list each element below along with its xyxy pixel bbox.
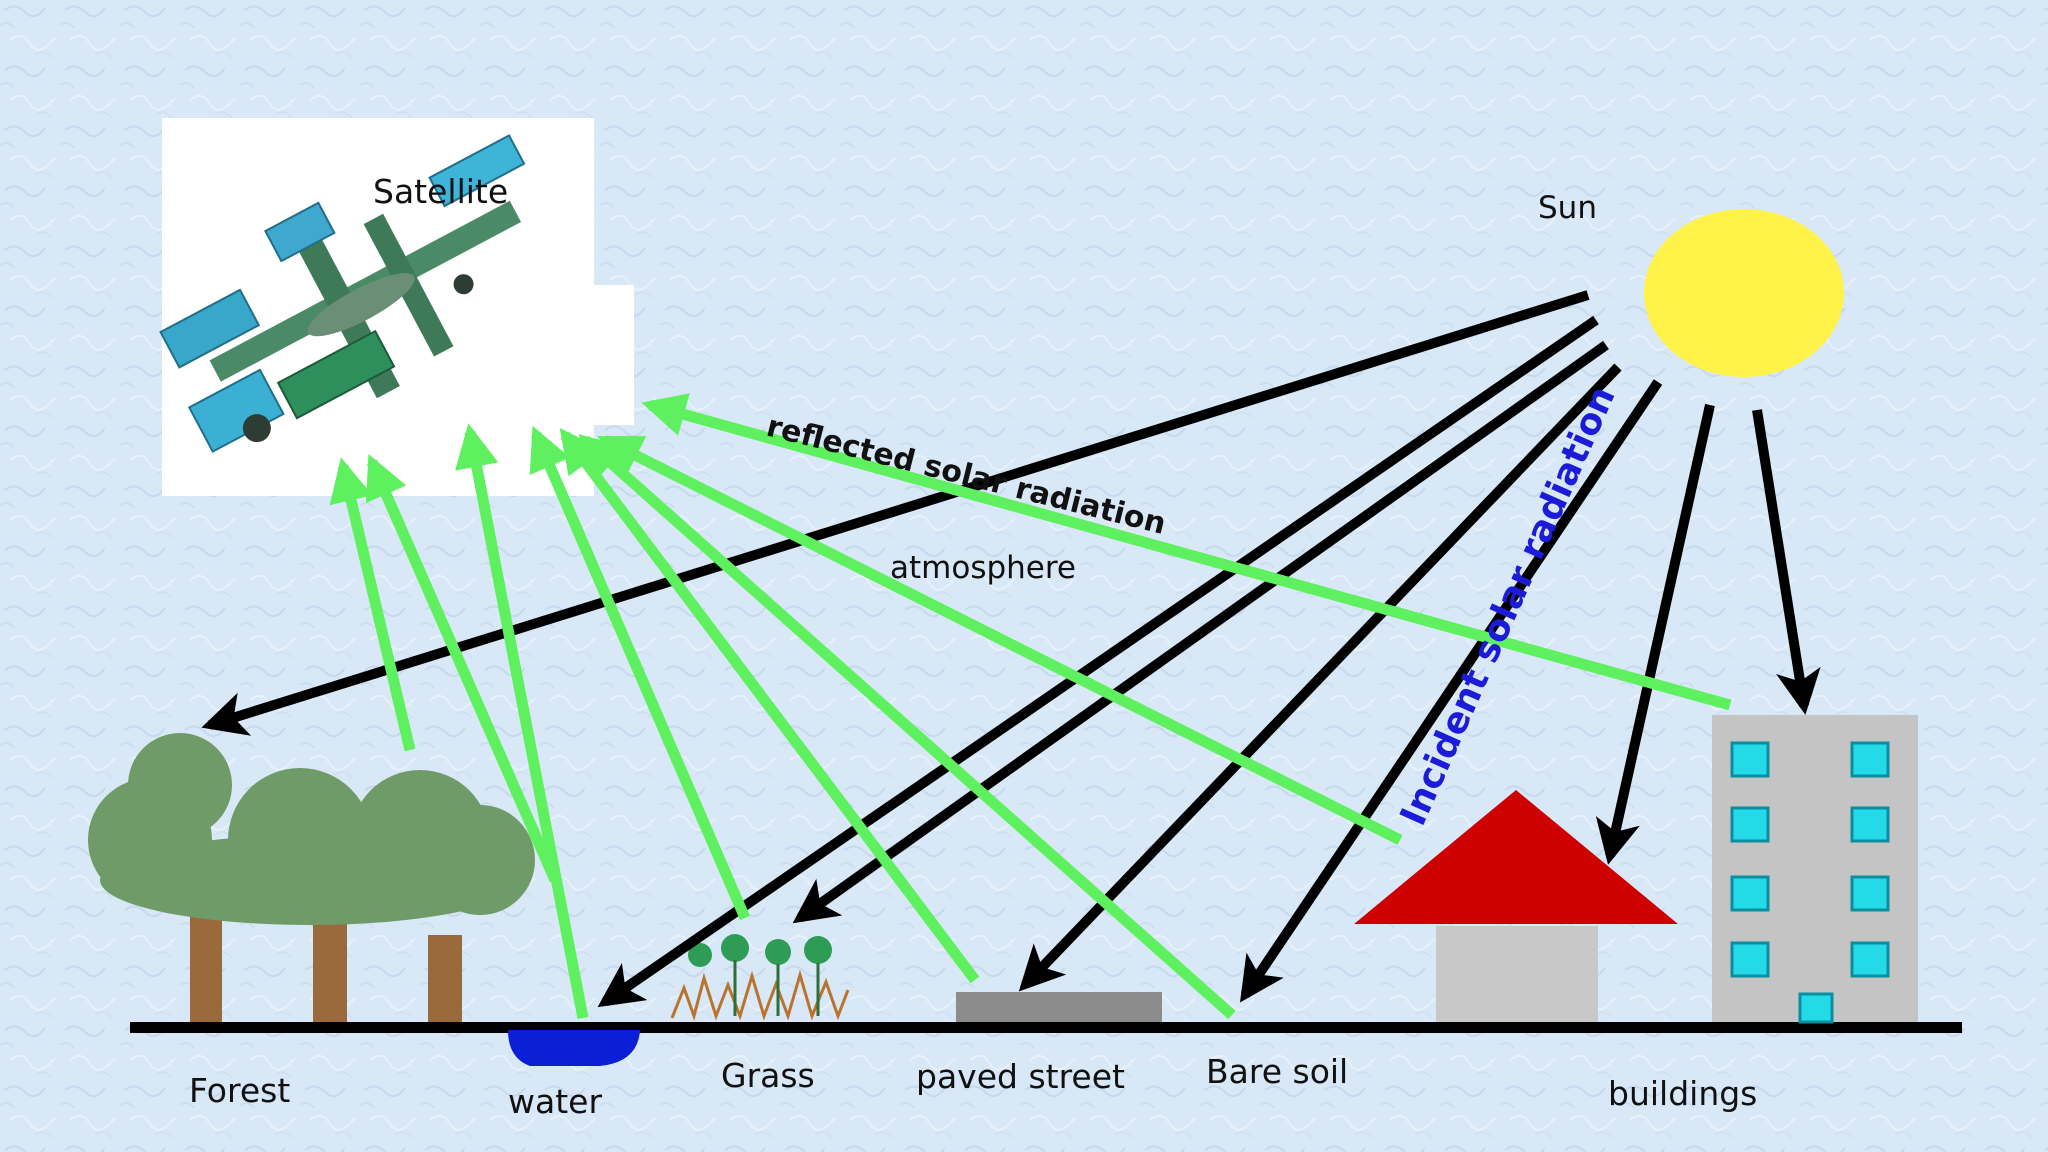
building-icon bbox=[1712, 715, 1918, 1022]
water-label: water bbox=[508, 1082, 602, 1121]
sun-label: Sun bbox=[1538, 190, 1597, 226]
paved-street-icon bbox=[956, 992, 1162, 1022]
ground-line bbox=[130, 1022, 1962, 1033]
paved-street-label: paved street bbox=[916, 1057, 1125, 1096]
sun-icon bbox=[1644, 209, 1844, 377]
satellite-image: Satellite bbox=[133, 109, 634, 496]
water-icon bbox=[508, 1030, 640, 1066]
bare-soil-label: Bare soil bbox=[1206, 1052, 1348, 1091]
buildings-label: buildings bbox=[1608, 1074, 1757, 1113]
forest-label: Forest bbox=[189, 1071, 290, 1110]
grass-label: Grass bbox=[721, 1056, 815, 1095]
atmosphere-label: atmosphere bbox=[890, 550, 1076, 586]
satellite-label: Satellite bbox=[373, 172, 508, 211]
